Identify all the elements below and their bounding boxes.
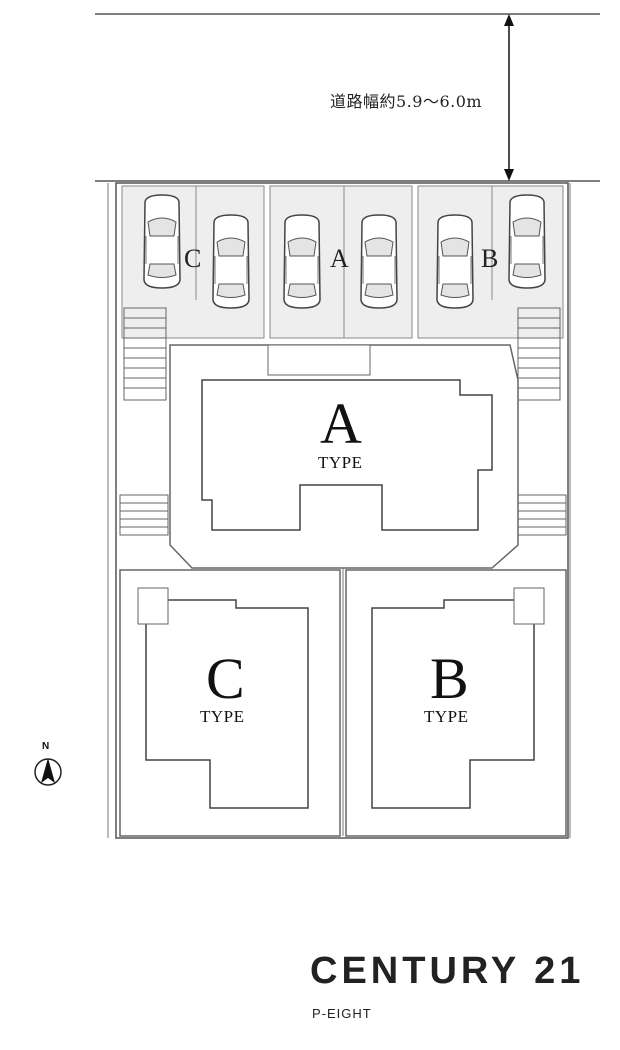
site-boundary xyxy=(115,182,569,839)
parking-label-a: A xyxy=(330,244,349,273)
unit-b-building xyxy=(371,599,535,809)
car-c2-icon xyxy=(212,214,250,309)
dimension-arrow-bottom xyxy=(504,169,514,181)
car-a2-icon xyxy=(360,214,398,309)
unit-c-entry xyxy=(137,587,169,625)
brand-branch: P-EIGHT xyxy=(312,1006,372,1021)
unit-b-letter: B xyxy=(430,646,469,711)
car-c1-icon xyxy=(143,194,181,289)
car-a1-icon xyxy=(283,214,321,309)
unit-c-letter: C xyxy=(206,646,245,711)
dimension-arrow-top xyxy=(504,14,514,26)
unit-a-building xyxy=(201,379,493,531)
stairs-left xyxy=(119,307,169,536)
north-label: N xyxy=(42,741,50,752)
car-b1-icon xyxy=(436,214,474,309)
unit-b-entry xyxy=(513,587,545,625)
unit-b-type: TYPE xyxy=(424,707,469,726)
brand-name: CENTURY 21 xyxy=(310,950,585,992)
unit-a-letter: A xyxy=(320,391,362,456)
unit-a-type: TYPE xyxy=(318,453,363,472)
parking-label-b: B xyxy=(481,244,499,273)
road-width-label: 道路幅約5.9～6.0m xyxy=(330,92,483,111)
unit-c-building xyxy=(145,599,309,809)
unit-a-entry-porch xyxy=(267,344,371,376)
unit-c-type: TYPE xyxy=(200,707,245,726)
parking-label-c: C xyxy=(184,244,202,273)
compass-icon xyxy=(34,758,62,786)
road xyxy=(95,13,600,182)
car-b2-icon xyxy=(508,194,546,289)
brand-logo: CENTURY 21 P-EIGHT xyxy=(296,940,606,1032)
stairs-right xyxy=(517,307,567,536)
